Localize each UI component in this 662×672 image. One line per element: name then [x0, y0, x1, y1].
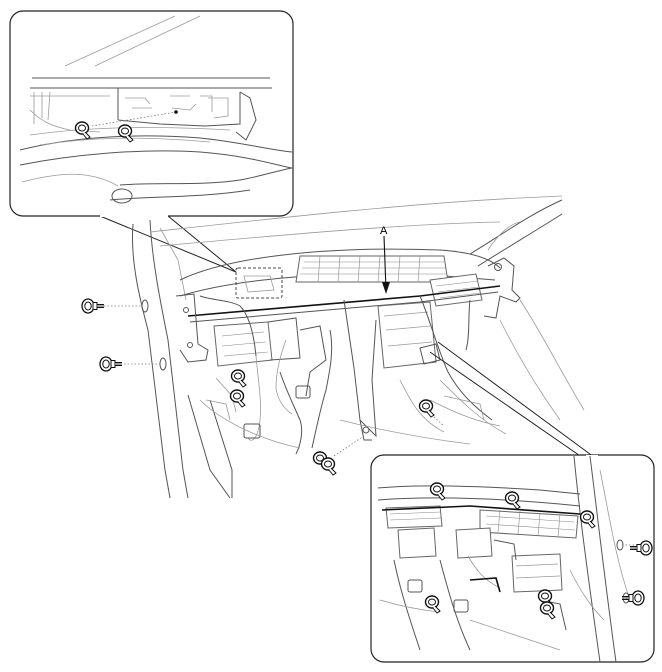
dashboard-main-view: A: [81, 195, 599, 499]
bolt-icon: [81, 298, 105, 314]
top-detail-callout: [9, 10, 294, 273]
bolt-icon: [229, 389, 246, 408]
bolt-icon: [99, 356, 123, 372]
bolt-icon: [230, 369, 247, 388]
callout-label-a: A: [380, 225, 388, 237]
bolt-icon: [320, 457, 337, 476]
bottom-detail-callout: [370, 454, 655, 663]
